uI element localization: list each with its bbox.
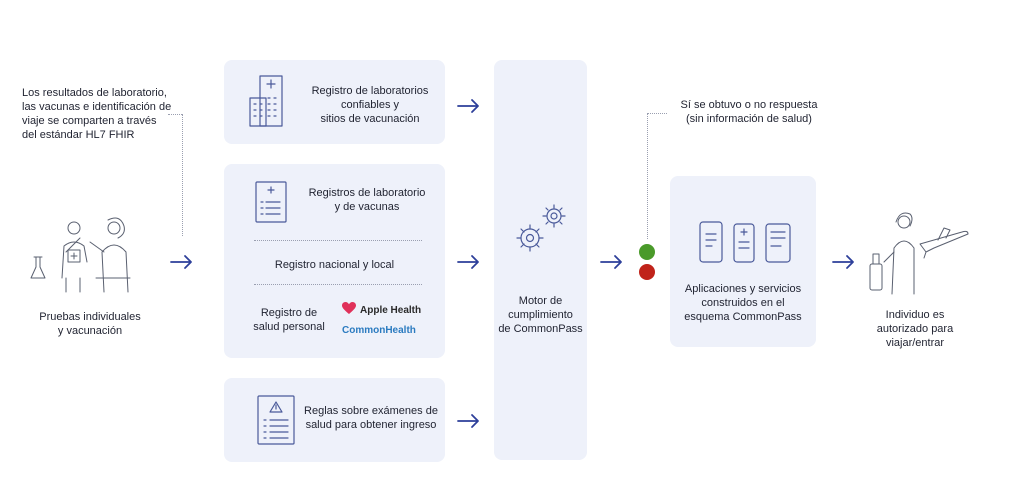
personal-record-line: Registro de	[260, 307, 318, 319]
fhir-note-line: viaje se comparten a través	[22, 115, 157, 127]
response-note-line: (sin información de salud)	[686, 113, 812, 125]
response-note-connector-h	[647, 113, 667, 114]
fhir-note-line: Los resultados de laboratorio,	[22, 87, 167, 99]
records-divider	[254, 284, 422, 285]
lab-vaccine-records-label: Registros de laboratorio y de vacunas	[296, 186, 438, 214]
rules-panel	[224, 378, 445, 462]
testing-people-icon	[30, 217, 131, 293]
apps-label: Aplicaciones y servicios construidos en …	[670, 282, 816, 324]
status-red-dot	[639, 264, 655, 280]
arrow-right-icon	[457, 255, 479, 269]
arrow-right-icon	[832, 255, 854, 269]
authorized-line: Individuo es	[885, 309, 945, 321]
fhir-note: Los resultados de laboratorio, las vacun…	[22, 86, 192, 142]
engine-panel	[494, 60, 587, 460]
hospital-building-icon	[249, 75, 283, 127]
authorized-line: viajar/entrar	[885, 337, 945, 349]
lab-vaccine-line: y de vacunas	[334, 201, 400, 213]
individual-line: Pruebas individuales	[39, 311, 141, 323]
warning-document-icon	[257, 395, 295, 445]
lab-sites-line: confiables y	[340, 99, 400, 111]
lab-sites-panel	[224, 60, 445, 144]
rules-line: Reglas sobre exámenes de	[304, 405, 438, 417]
arrow-right-icon	[457, 414, 479, 428]
apple-health-logo: Apple Health	[360, 305, 422, 316]
apps-line: construidos en el	[701, 297, 785, 309]
lab-sites-line: sitios de vacunación	[320, 113, 420, 125]
individual-label: Pruebas individuales y vacunación	[30, 310, 150, 338]
individual-line: y vacunación	[57, 325, 123, 337]
national-local-label: Registro nacional y local	[274, 259, 395, 271]
arrow-right-icon	[600, 255, 622, 269]
gears-icon	[516, 204, 566, 252]
document-list-icon	[255, 181, 287, 223]
engine-line: Motor de	[518, 295, 563, 307]
phones-icon	[699, 221, 791, 263]
engine-label: Motor de cumplimiento de CommonPass	[494, 294, 587, 336]
apps-line: esquema CommonPass	[684, 311, 802, 323]
records-panel	[224, 164, 445, 358]
lab-vaccine-line: Registros de laboratorio	[308, 187, 426, 199]
records-divider	[254, 240, 422, 241]
response-note-connector-v	[647, 113, 648, 239]
fhir-note-line: las vacunas e identificación de	[22, 101, 172, 113]
rules-line: salud para obtener ingreso	[305, 419, 437, 431]
personal-record-line: salud personal	[253, 321, 325, 333]
apple-health-heart-icon	[342, 302, 356, 314]
authorized-line: autorizado para	[876, 323, 954, 335]
fhir-note-line: del estándar HL7 FHIR	[22, 129, 135, 141]
apps-line: Aplicaciones y servicios	[684, 283, 802, 295]
engine-line: cumplimiento	[508, 309, 573, 321]
arrow-right-icon	[170, 255, 192, 269]
status-green-dot	[639, 244, 655, 260]
fhir-note-connector-h	[168, 114, 182, 115]
traveler-airplane-icon	[869, 212, 969, 295]
response-note: Sí se obtuvo o no respuesta (sin informa…	[664, 98, 834, 126]
arrow-right-icon	[457, 99, 479, 113]
common-health-logo: CommonHealth	[342, 325, 416, 336]
authorized-label: Individuo es autorizado para viajar/entr…	[860, 308, 970, 350]
rules-label: Reglas sobre exámenes de salud para obte…	[300, 404, 442, 432]
response-note-line: Sí se obtuvo o no respuesta	[680, 99, 818, 111]
fhir-note-connector-v	[182, 114, 183, 236]
lab-sites-line: Registro de laboratorios	[311, 85, 429, 97]
engine-line: de CommonPass	[498, 323, 583, 335]
lab-sites-label: Registro de laboratorios confiables y si…	[300, 84, 440, 126]
personal-record-label: Registro de salud personal	[244, 306, 334, 334]
